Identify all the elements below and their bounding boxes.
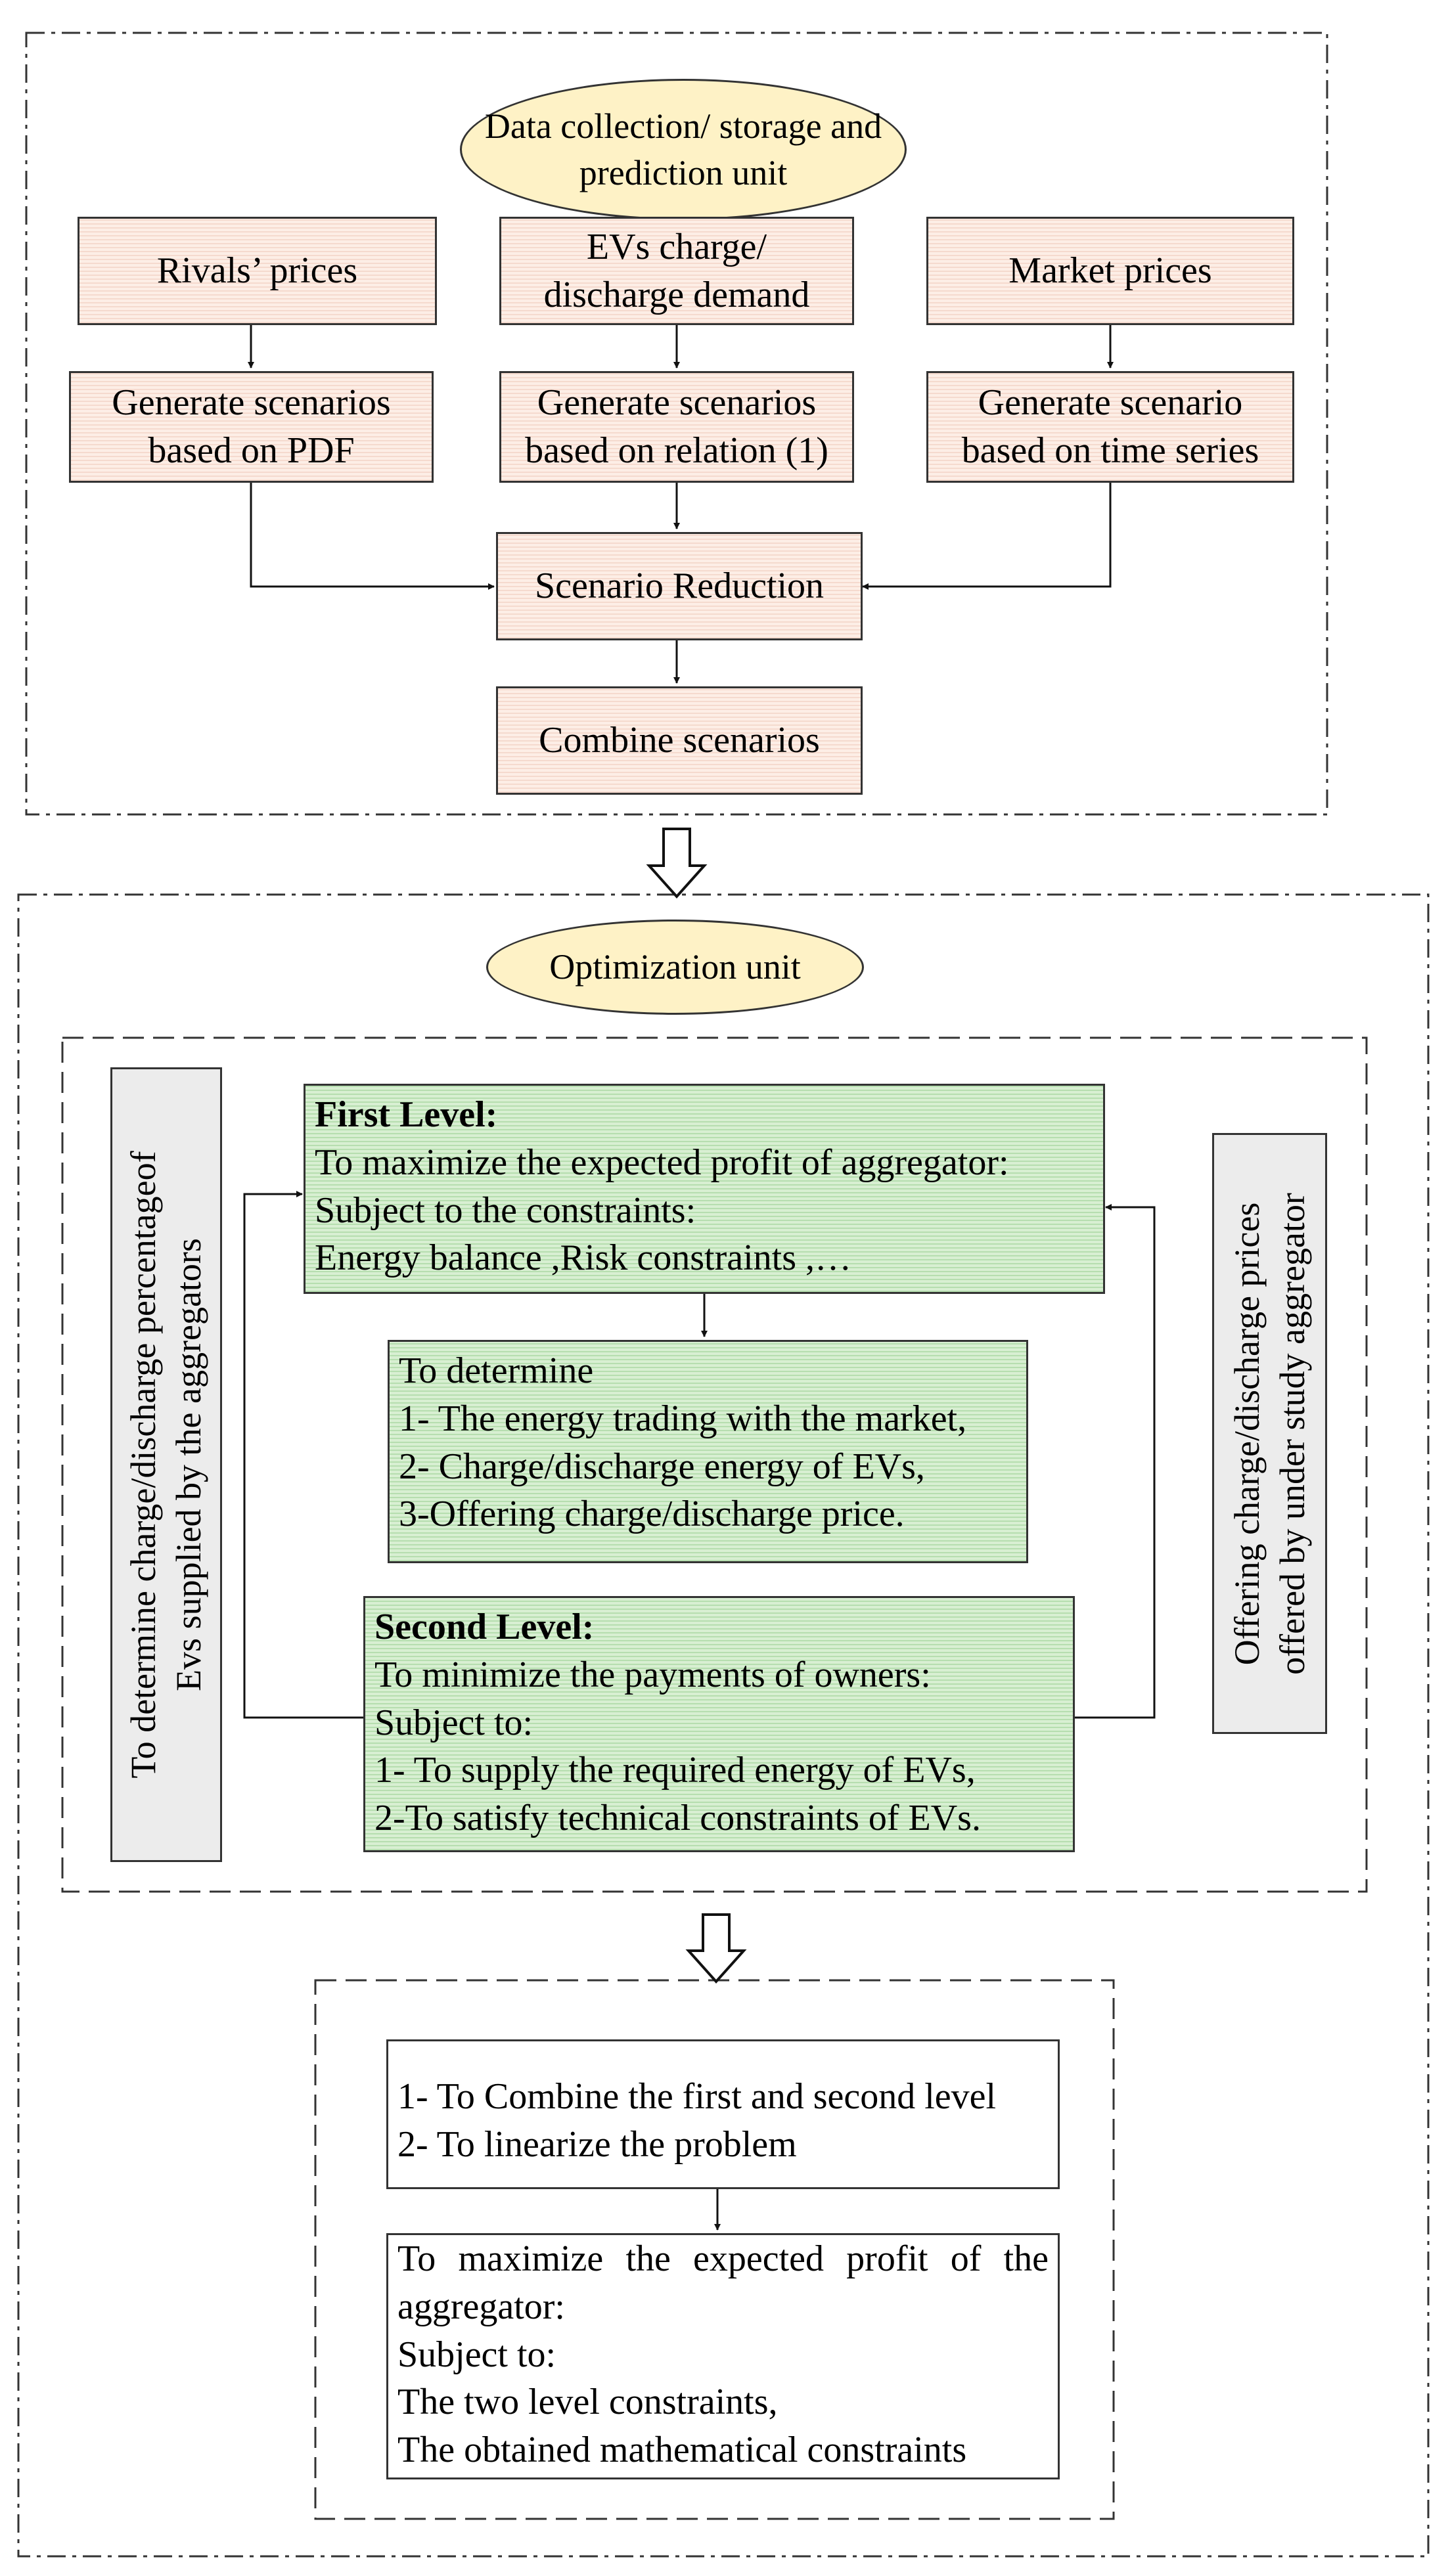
right-feedback-label: Offering charge/discharge prices offered…: [1212, 1133, 1327, 1734]
optimization-unit-title: Optimization unit: [486, 920, 864, 1015]
combine-levels-line-2: 2- To linearize the problem: [397, 2123, 797, 2165]
scenario-reduction-label: Scenario Reduction: [534, 566, 825, 607]
optimization-unit-title-text: Optimization unit: [549, 947, 801, 987]
combine-levels-line-1: 1- To Combine the first and second level: [397, 2076, 997, 2117]
maximize-profit-line-2: Subject to:: [397, 2334, 556, 2375]
data-unit-title-line-1: Data collection/ storage and: [484, 106, 882, 146]
second-level-box: Second Level: To minimize the payments o…: [363, 1596, 1075, 1852]
generate-relation-box: Generate scenarios based on relation (1): [499, 371, 854, 483]
maximize-profit-line-4: The obtained mathematical constraints: [397, 2430, 967, 2471]
second-level-line-1: To minimize the payments of owners:: [374, 1654, 931, 1695]
first-level-line-2: Subject to the constraints:: [315, 1189, 696, 1231]
right-feedback-line-2: offered by under study aggregator: [1272, 1192, 1312, 1675]
determine-line-4: 3-Offering charge/discharge price.: [399, 1494, 905, 1535]
arrow-timeseries-to-reduction: [862, 483, 1112, 590]
block-arrow-to-optimization: [646, 828, 708, 899]
scenario-reduction-box: Scenario Reduction: [496, 532, 863, 640]
bilevel-frame: [61, 1036, 1368, 1893]
market-prices-box: Market prices: [926, 217, 1294, 325]
generate-relation-line-1: Generate scenarios: [537, 382, 817, 424]
right-feedback-line-1: Offering charge/discharge prices: [1227, 1202, 1267, 1665]
left-feedback-text: To determine charge/discharge percentage…: [121, 1151, 212, 1778]
maximize-profit-line-3: The two level constraints,: [397, 2382, 778, 2423]
determine-line-1: To determine: [399, 1350, 594, 1391]
rivals-prices-label: Rivals’ prices: [156, 250, 358, 292]
maximize-profit-line-1: To maximize the expected profit of the a…: [397, 2238, 1049, 2327]
ev-demand-line-1: EVs charge/: [586, 226, 767, 267]
combine-scenarios-box: Combine scenarios: [496, 686, 863, 795]
generate-relation-line-2: based on relation (1): [525, 430, 828, 471]
ev-demand-box: EVs charge/ discharge demand: [499, 217, 854, 325]
second-level-heading: Second Level:: [374, 1607, 595, 1647]
generate-timeseries-line-1: Generate scenario: [978, 382, 1243, 424]
left-feedback-line-1: To determine charge/discharge percentage…: [123, 1151, 163, 1779]
second-level-line-4: 2-To satisfy technical constraints of EV…: [374, 1798, 981, 1839]
combine-levels-box: 1- To Combine the first and second level…: [386, 2039, 1060, 2189]
left-feedback-label: To determine charge/discharge percentage…: [110, 1067, 222, 1862]
determine-line-3: 2- Charge/discharge energy of EVs,: [399, 1446, 925, 1487]
first-level-line-3: Energy balance ,Risk constraints ,…: [315, 1237, 852, 1279]
combine-scenarios-label: Combine scenarios: [539, 720, 820, 761]
block-arrow-to-final: [685, 1913, 747, 1984]
generate-pdf-line-2: based on PDF: [148, 430, 355, 471]
left-feedback-line-2: Evs supplied by the aggregators: [169, 1238, 208, 1691]
generate-pdf-line-1: Generate scenarios: [112, 382, 391, 424]
second-level-line-2: Subject to:: [374, 1702, 533, 1743]
generate-timeseries-line-2: based on time series: [961, 430, 1259, 471]
first-level-heading: First Level:: [315, 1094, 498, 1135]
maximize-profit-box: To maximize the expected profit of the a…: [386, 2233, 1060, 2479]
data-unit-frame: [25, 32, 1328, 816]
optimization-unit-frame: [17, 893, 1430, 2558]
arrow-second-to-first-left: [243, 1191, 363, 1719]
first-level-line-1: To maximize the expected profit of aggre…: [315, 1142, 1009, 1183]
arrow-second-to-first-right: [1075, 1204, 1156, 1719]
generate-pdf-box: Generate scenarios based on PDF: [69, 371, 434, 483]
market-prices-label: Market prices: [1008, 250, 1212, 292]
right-feedback-text: Offering charge/discharge prices offered…: [1224, 1193, 1315, 1675]
generate-timeseries-box: Generate scenario based on time series: [926, 371, 1294, 483]
data-unit-title-line-2: prediction unit: [579, 152, 788, 192]
second-level-line-3: 1- To supply the required energy of EVs,: [374, 1750, 976, 1791]
arrow-pdf-to-reduction: [250, 483, 495, 590]
rivals-prices-box: Rivals’ prices: [78, 217, 437, 325]
determine-box: To determine 1- The energy trading with …: [388, 1340, 1028, 1563]
determine-line-2: 1- The energy trading with the market,: [399, 1398, 967, 1439]
first-level-box: First Level: To maximize the expected pr…: [304, 1084, 1105, 1294]
ev-demand-line-2: discharge demand: [543, 274, 810, 315]
data-unit-title: Data collection/ storage and prediction …: [460, 79, 907, 220]
